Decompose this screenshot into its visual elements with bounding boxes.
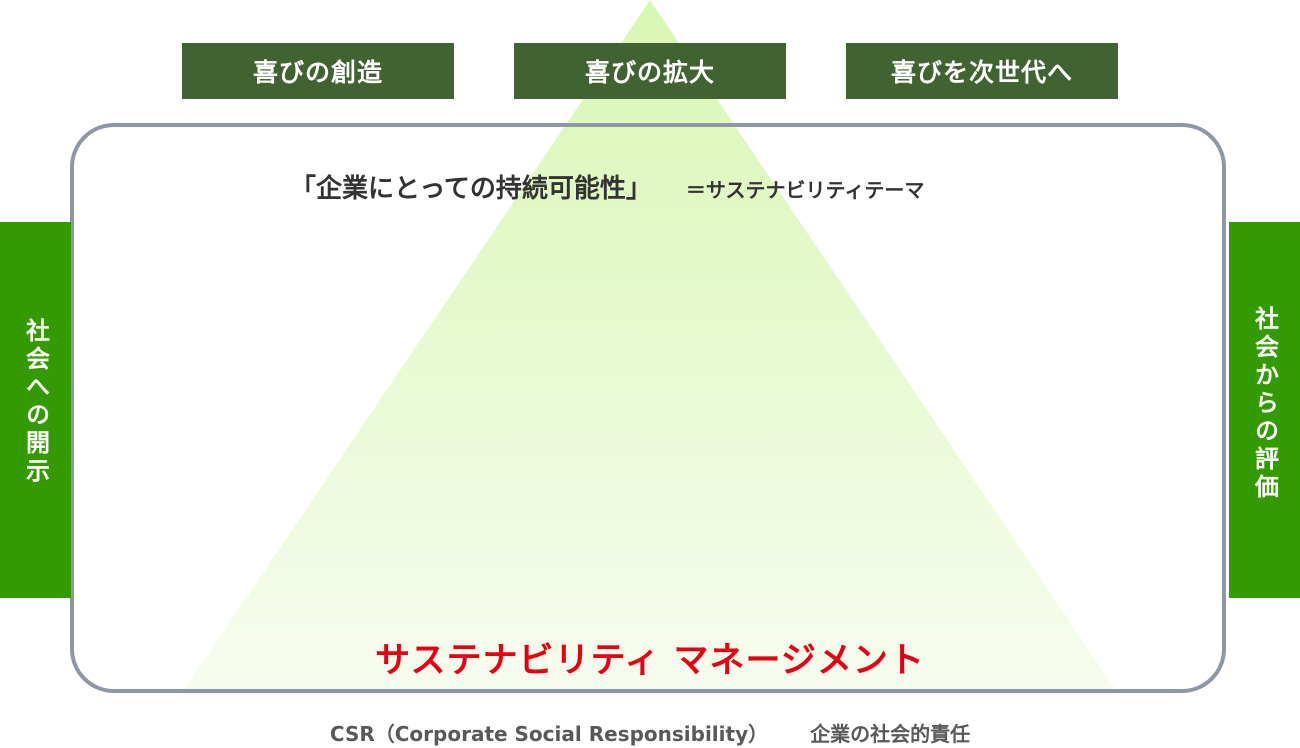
pyramid-shape xyxy=(184,0,1116,690)
goal-label: 喜びの拡大 xyxy=(584,58,715,87)
csr-meaning: 企業の社会的責任 xyxy=(810,722,971,746)
theme-title: 「企業にとっての持続可能性」 xyxy=(290,174,652,204)
goal-box-next-generation: 喜びを次世代へ xyxy=(846,43,1118,99)
goal-label: 喜びを次世代へ xyxy=(890,58,1073,87)
theme-subtitle: ＝サステナビリティテーマ xyxy=(685,178,925,202)
side-bar-evaluation: 社会からの評価 xyxy=(1229,222,1300,598)
csr-term: CSR（Corporate Social Responsibility） xyxy=(329,722,769,746)
csr-caption: CSR（Corporate Social Responsibility） 企業の社… xyxy=(0,718,1300,747)
goal-box-creation: 喜びの創造 xyxy=(182,43,454,99)
goal-label: 喜びの創造 xyxy=(252,58,383,87)
side-label-disclosure: 社会への開示 xyxy=(21,318,50,486)
goal-box-expansion: 喜びの拡大 xyxy=(514,43,786,99)
management-frame xyxy=(70,123,1226,693)
sustainability-theme: 「企業にとっての持続可能性」 ＝サステナビリティテーマ xyxy=(290,168,924,205)
side-label-evaluation: 社会からの評価 xyxy=(1250,306,1279,502)
side-bar-disclosure: 社会への開示 xyxy=(0,222,71,598)
management-label: サステナビリティ マネージメント xyxy=(375,641,925,681)
